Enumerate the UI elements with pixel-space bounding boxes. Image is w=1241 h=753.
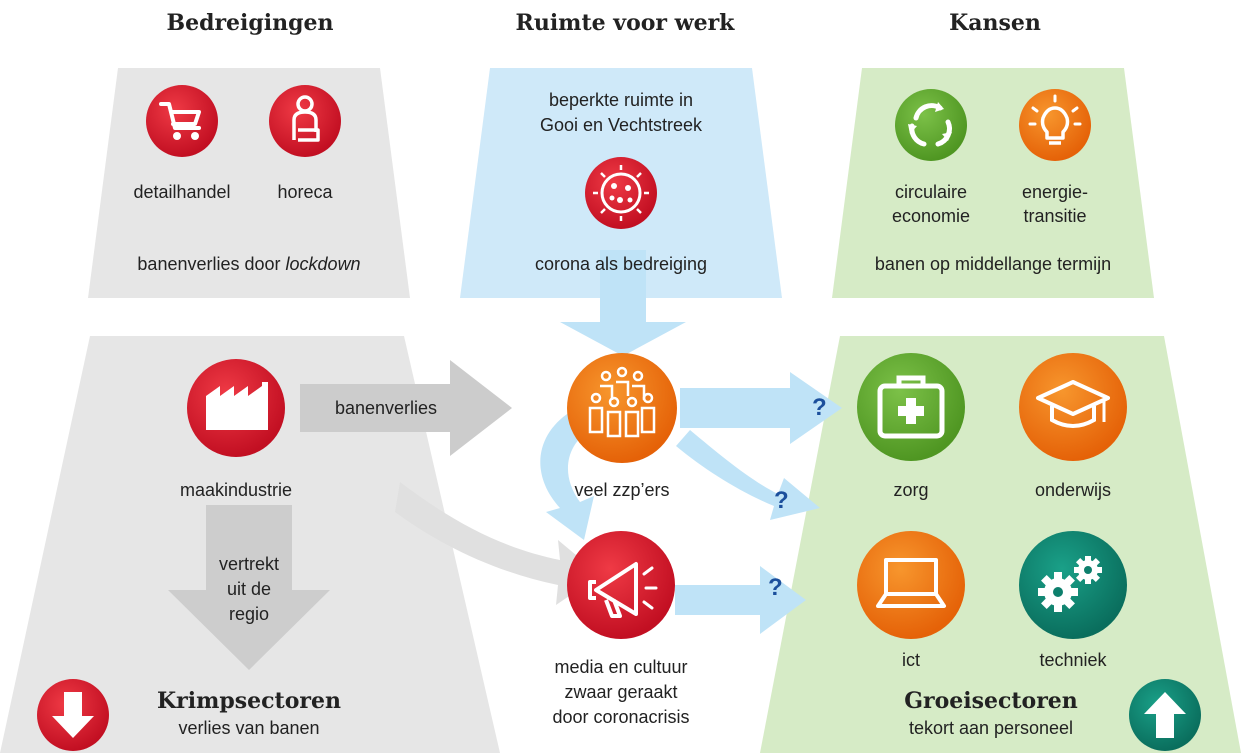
lockdown-caption: banenverlies door lockdown bbox=[137, 254, 361, 274]
education-label: onderwijs bbox=[1034, 480, 1112, 500]
factory-icon bbox=[187, 359, 285, 457]
shopping-cart-icon bbox=[146, 85, 218, 157]
groei-subtitle: tekort aan personeel bbox=[908, 718, 1074, 738]
groei-title: Groeisectoren bbox=[904, 688, 1078, 714]
manufacturing-to-media-arrow bbox=[395, 482, 600, 605]
freelancers-label: veel zzp’ers bbox=[574, 480, 670, 500]
leaves-label-3: regio bbox=[228, 604, 270, 624]
ict-label: ict bbox=[902, 650, 920, 670]
media-label-3: door coronacrisis bbox=[552, 707, 690, 727]
job-loss-label: banenverlies bbox=[334, 398, 438, 418]
question-mark-care: ? bbox=[812, 394, 827, 421]
corona-to-freelancers-arrow bbox=[560, 250, 686, 356]
corona-label: corona als bedreiging bbox=[534, 254, 708, 274]
energy-label-2: transitie bbox=[1023, 206, 1087, 226]
circular-label-1: circulaire bbox=[894, 182, 968, 202]
header-opportunities: Kansen bbox=[949, 10, 1041, 36]
circular-label-2: economie bbox=[891, 206, 971, 226]
laptop-icon bbox=[857, 531, 965, 639]
leaves-label-2: uit de bbox=[226, 579, 272, 599]
media-label-1: media en cultuur bbox=[554, 657, 688, 677]
question-mark-media: ? bbox=[768, 574, 783, 601]
megaphone-icon bbox=[567, 531, 675, 639]
virus-icon bbox=[585, 157, 657, 229]
first-aid-kit-icon bbox=[857, 353, 965, 461]
krimp-subtitle: verlies van banen bbox=[178, 718, 320, 738]
freelancers-to-media-arrow bbox=[540, 412, 594, 540]
retail-label: detailhandel bbox=[133, 182, 231, 202]
freelancers-to-care-arrow bbox=[680, 372, 842, 444]
tech-label: techniek bbox=[1039, 650, 1107, 670]
media-to-growth-arrow bbox=[675, 566, 806, 634]
care-label: zorg bbox=[893, 480, 929, 500]
job-loss-arrow bbox=[300, 360, 512, 456]
media-label-2: zwaar geraakt bbox=[564, 682, 678, 702]
graduation-cap-icon bbox=[1019, 353, 1127, 461]
leaves-region-arrow bbox=[168, 505, 330, 670]
lightbulb-icon bbox=[1019, 89, 1091, 161]
freelancers-to-growth-arrow bbox=[676, 430, 820, 520]
recycle-icon bbox=[895, 89, 967, 161]
header-space: Ruimte voor werk bbox=[515, 10, 735, 36]
krimp-title: Krimpsectoren bbox=[157, 688, 341, 714]
header-threats: Bedreigingen bbox=[166, 10, 334, 36]
arrow-up-icon bbox=[1129, 679, 1201, 751]
gears-icon bbox=[1019, 531, 1127, 639]
limited-space-line1: beperkte ruimte in bbox=[548, 90, 694, 110]
freelancers-icon bbox=[567, 353, 677, 463]
leaves-label-1: vertrekt bbox=[218, 554, 280, 574]
energy-label-1: energie- bbox=[1021, 182, 1089, 202]
limited-space-line2: Gooi en Vechtstreek bbox=[539, 115, 703, 135]
arrow-down-icon bbox=[37, 679, 109, 751]
waiter-icon bbox=[269, 85, 341, 157]
hospitality-label: horeca bbox=[277, 182, 333, 202]
medium-term-caption: banen op middellange termijn bbox=[874, 254, 1112, 274]
question-mark-growth: ? bbox=[774, 487, 789, 514]
manufacturing-label: maakindustrie bbox=[179, 480, 293, 500]
